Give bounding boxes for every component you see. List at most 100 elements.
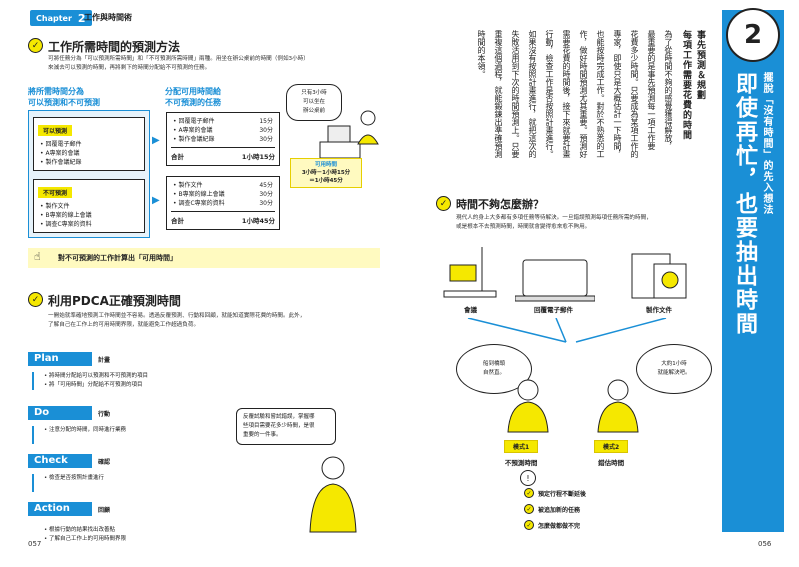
speech-line2: 些項目需要花多少時間，是很 bbox=[243, 423, 315, 429]
column-line: 作，做好時間預測尤其重要。預測好 bbox=[579, 30, 588, 158]
column-line: 行動，檢查工作是否按照計畫進行。 bbox=[545, 30, 554, 158]
document-icon bbox=[631, 253, 687, 299]
right-body-line1: 現代人的身上大多都有多項任務等待解決。一旦錯誤預測每項任務所需的時間， bbox=[456, 215, 652, 221]
vertical-column-text: 為了從時間不夠的感覺獲得解放， 最重要的是事先預測每一項工作要 花費多少時間。只… bbox=[464, 30, 674, 188]
task-category-panel: 可以預測 • 回覆電子郵件 • A專案的會議 • 製作會議紀錄 不可預測 • 製… bbox=[28, 110, 150, 238]
unpredictable-item-text: B專案的線上會議 bbox=[45, 212, 92, 219]
unpredictable-item: • 調查C專案的資料 bbox=[40, 221, 92, 228]
predictable-item: • A專案的會議 bbox=[40, 150, 80, 157]
thought-cloud-1: 船到橋頭自然直。 bbox=[456, 344, 532, 394]
consequence-list: ✓預定行程不斷延後 ✓被追加新的任務 ✓怎麼做都做不完 bbox=[524, 488, 586, 536]
alloc-task: 回覆電子郵件 bbox=[178, 118, 215, 125]
alert-icon: ! bbox=[520, 470, 536, 486]
section2-body-line2: 了解自己在工作上的可用時間界限，就能避免工作超過負荷。 bbox=[48, 322, 200, 328]
cloud2-line2: 就能解決吧。 bbox=[657, 370, 691, 376]
mid-heading-line1: 分配可用時間給 bbox=[165, 87, 221, 96]
mode1-block: 模式1 不預測時間 bbox=[504, 440, 539, 467]
predictable-item-text: A專案的會議 bbox=[45, 150, 80, 157]
alloc-task: A專案的會議 bbox=[178, 127, 213, 134]
left-page: Chapter 2 工作與時間術 ✓ 工作所需時間的預測方法 可將任務分為「可以… bbox=[28, 10, 380, 548]
column-line: 最重要的是事先預測每一項工作要 bbox=[647, 30, 656, 150]
section2-title: 利用PDCA正確預測時間 bbox=[48, 294, 181, 308]
alloc-total-label: 合計 bbox=[171, 153, 184, 161]
right-section-title: 時間不夠怎麼辦？ bbox=[456, 198, 544, 211]
alloc-total-row: 合計 1小時15分 bbox=[171, 147, 275, 161]
alloc-time: 30分 bbox=[259, 200, 273, 207]
arrow-right-icon: ▶ bbox=[152, 195, 160, 206]
mode2-block: 模式2 錯估時間 bbox=[594, 440, 629, 467]
speech-line3: 重要的一件事。 bbox=[243, 432, 282, 438]
title-banner bbox=[722, 10, 784, 532]
confident-person-icon bbox=[597, 379, 639, 433]
alloc-task: 製作文件 bbox=[178, 182, 203, 189]
task-label-meeting: 會議 bbox=[464, 306, 477, 314]
person-icon bbox=[309, 456, 357, 533]
alloc-task: 製作會議紀錄 bbox=[178, 136, 215, 143]
right-page: 2 擺脫「沒有時間」的先入想法 即使再忙，也要抽出時間 事先預測＆規劃 每項工作… bbox=[400, 0, 799, 567]
mode1-tag: 模式1 bbox=[504, 440, 539, 453]
left-heading-line1: 將所需時間分為 bbox=[28, 87, 84, 96]
mid-heading-line2: 不可預測的任務 bbox=[165, 98, 221, 107]
column-heading-line2: 每項工作需要花費的時間 bbox=[681, 30, 691, 140]
available-time-callout: 可用時間 3小時－1小時15分 ＝1小時45分 bbox=[290, 158, 362, 188]
page-number-left: 057 bbox=[28, 540, 42, 548]
arrow-right-icon: ▶ bbox=[152, 135, 160, 146]
pdca-list: Plan 計畫 • 將時間分配給可以預測和不可預測的項目 • 將「可用時間」分配… bbox=[28, 352, 228, 544]
unpredictable-item-text: 製作文件 bbox=[45, 203, 70, 210]
left-heading-line2: 可以預測和不可預測 bbox=[28, 98, 100, 107]
pdca-item-text: 檢查是否按照計畫進行 bbox=[49, 475, 105, 481]
subtitle-vertical: 擺脫「沒有時間」的先入想法 bbox=[761, 72, 772, 215]
advice-speech-bubble: 反覆試驗和嘗試錯誤，掌握哪 些項目需要花多少時間，是很 重要的一件事。 bbox=[236, 408, 336, 445]
consequence-text: 被追加新的任務 bbox=[538, 506, 581, 514]
pdca-item: • 根據行動的結果找出改善點 bbox=[44, 527, 116, 533]
consequence-item: ✓預定行程不斷延後 bbox=[524, 488, 586, 498]
predictable-tag: 可以預測 bbox=[38, 125, 73, 136]
available-time-result: ＝1小時45分 bbox=[309, 178, 343, 184]
unpredictable-tag: 不可預測 bbox=[38, 187, 73, 198]
alloc-task: 調查C專案的資料 bbox=[178, 200, 225, 207]
check-icon: ✓ bbox=[524, 504, 534, 514]
alloc-total-label: 合計 bbox=[171, 217, 184, 225]
pdca-item: • 檢查是否按照計畫進行 bbox=[44, 475, 105, 481]
section-number: 2 bbox=[743, 20, 763, 50]
check-icon: ✓ bbox=[524, 520, 534, 530]
mode2-tag: 模式2 bbox=[594, 440, 629, 453]
alloc-time: 30分 bbox=[259, 136, 273, 143]
pdca-label: 確認 bbox=[98, 458, 111, 466]
pdca-tag: Check bbox=[28, 454, 92, 468]
check-icon: ✓ bbox=[28, 292, 43, 307]
pdca-item: • 了解自己工作上的可用時間界限 bbox=[44, 536, 127, 542]
arrow-down-icon bbox=[28, 474, 38, 496]
predictable-item: • 製作會議紀錄 bbox=[40, 159, 82, 166]
pdca-tag: Action bbox=[28, 502, 92, 516]
cloud1-line1: 船到橋頭 bbox=[482, 361, 505, 367]
cloud2-line1: 大約1小時 bbox=[661, 361, 687, 367]
pdca-item-text: 將時間分配給可以預測和不可預測的項目 bbox=[49, 373, 149, 379]
unpredictable-box: 不可預測 • 製作文件 • B專案的線上會議 • 調查C專案的資料 bbox=[33, 179, 145, 233]
pdca-item-text: 注意分配的時間，同時進行業務 bbox=[49, 427, 127, 433]
pdca-item-text: 了解自己工作上的可用時間界限 bbox=[49, 536, 127, 542]
diagram-caption: 對不可預測的工作計算出「可用時間」 bbox=[58, 254, 177, 262]
diagram-caption-bar: ☝ 對不可預測的工作計算出「可用時間」 bbox=[28, 248, 380, 268]
alloc-time: 15分 bbox=[259, 118, 273, 125]
email-laptop-icon bbox=[515, 259, 595, 302]
alloc-total-value: 1小時45分 bbox=[241, 217, 275, 225]
task-label-document: 製作文件 bbox=[646, 306, 672, 314]
column-line: 時間的本領。 bbox=[477, 30, 486, 78]
section1-body-line2: 來減去可以預測的時間，再將剩下的時間分配給不可預測的任務。 bbox=[48, 65, 211, 71]
mode2-subtitle: 錯估時間 bbox=[598, 459, 625, 467]
chapter-number: 2 bbox=[77, 11, 86, 25]
main-title-vertical: 即使再忙，也要抽出時間 bbox=[732, 72, 757, 336]
consequence-text: 預定行程不斷延後 bbox=[538, 490, 587, 498]
pdca-label: 回顧 bbox=[98, 506, 111, 514]
check-icon: ✓ bbox=[28, 38, 43, 53]
available-time-title: 可用時間 bbox=[314, 162, 337, 168]
person-at-desk-icon bbox=[319, 110, 379, 159]
diagram-mid-heading: 分配可用時間給 不可預測的任務 bbox=[165, 86, 221, 108]
chapter-title: 工作與時間術 bbox=[84, 13, 132, 22]
